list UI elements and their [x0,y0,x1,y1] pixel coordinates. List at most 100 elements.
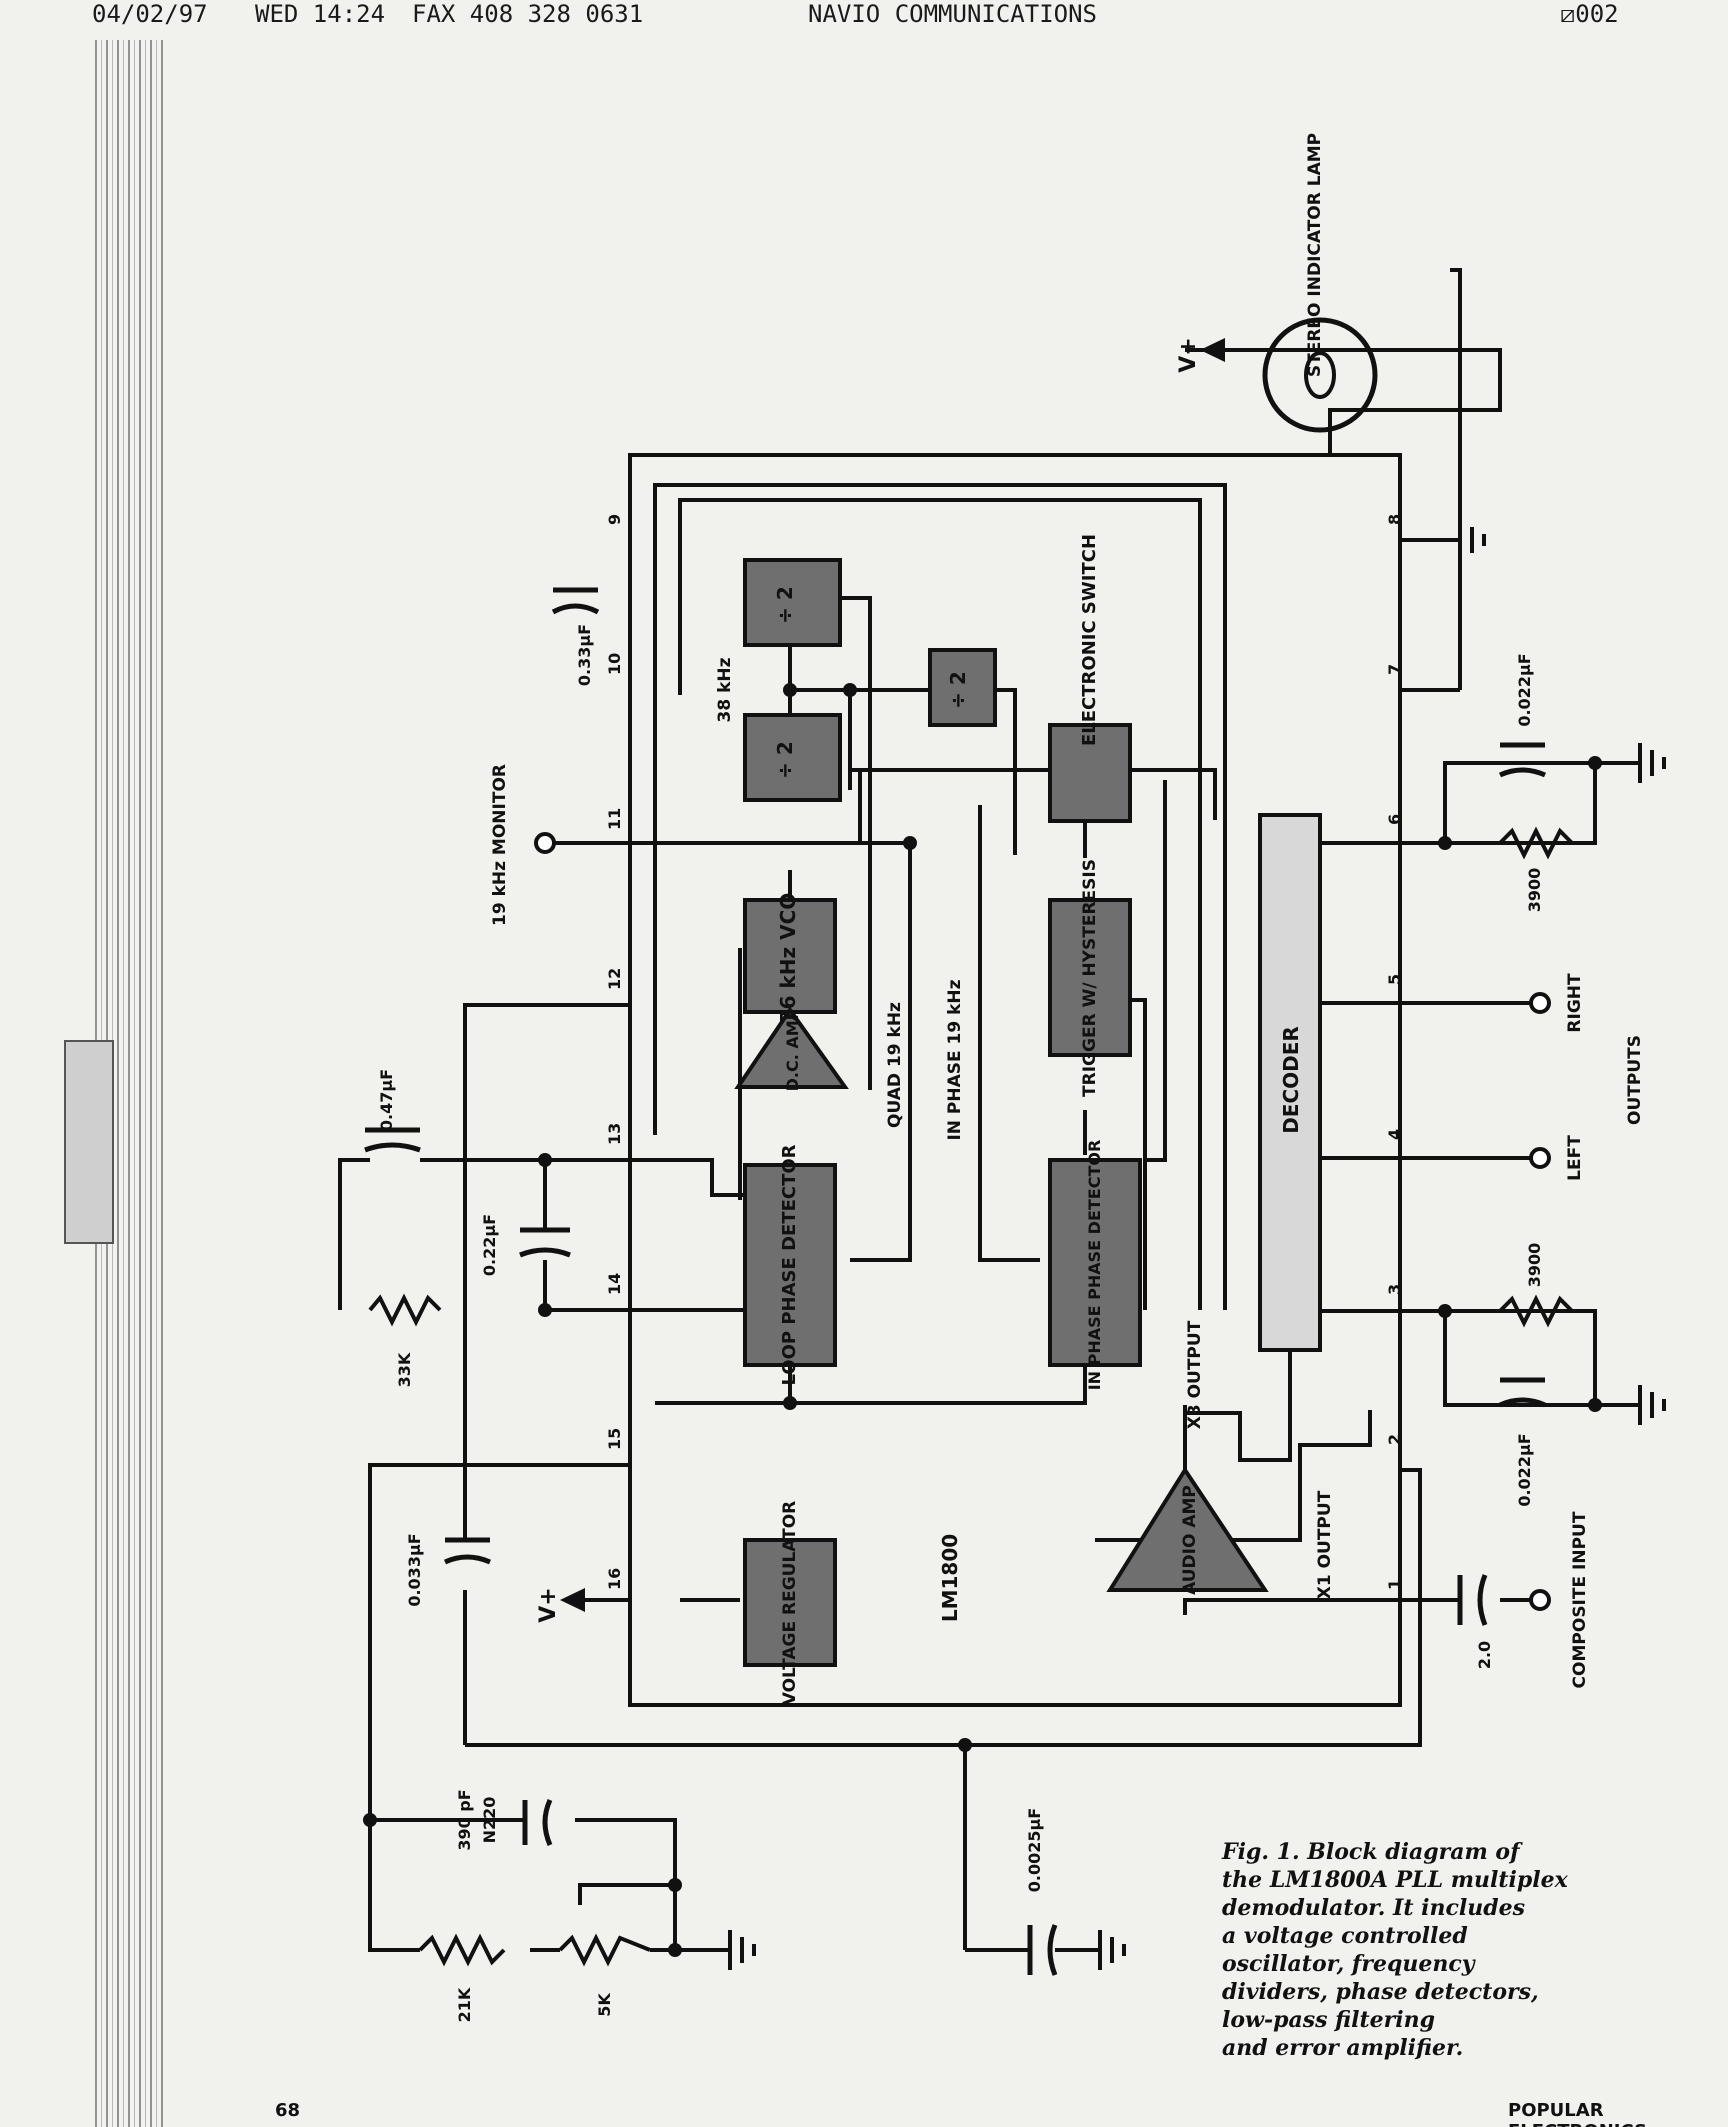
fax-date: 04/02/97 [92,0,208,28]
div-right-label: ÷ 2 [946,671,970,709]
pin-2: 2 [1385,1434,1404,1445]
composite-terminal [1529,1589,1551,1611]
stereo-lamp-label: STEREO INDICATOR LAMP [1305,133,1325,377]
audio-amp-label: AUDIO AMP [1180,1485,1200,1595]
composite-label: COMPOSITE INPUT [1570,1511,1590,1688]
fax-number: FAX 408 328 0631 [412,0,644,28]
fax-day-time: WED 14:24 [255,0,386,28]
decoder-block [1258,813,1322,1352]
r3900-top-label: 3900 [1525,868,1544,913]
r3900-bottom-label: 3900 [1525,1243,1544,1288]
monitor-label: 19 kHz MONITOR [490,764,510,926]
capacitors [364,587,1546,1976]
ic-outline [628,453,1402,1707]
pin-9: 9 [605,514,624,525]
junctions [363,683,1602,1957]
inphase-detector-block [1048,1158,1142,1367]
r5k-label: 5K [595,1993,614,2017]
terminals [534,832,1551,1611]
vco-label: 76 kHz VCO [776,893,800,1024]
pin-5: 5 [1385,974,1404,985]
left-terminal [1529,1147,1551,1169]
electronic-switch-label: ELECTRONIC SWITCH [1079,534,1100,746]
caption-line: dividers, phase detectors, [1222,1979,1539,2005]
khz38-label: 38 kHz [715,657,735,722]
caption-line: Fig. 1. Block diagram of [1222,1839,1520,1865]
pin-8: 8 [1385,514,1404,525]
c00025-label: 0.0025µF [1025,1808,1044,1892]
pin-7: 7 [1385,664,1404,675]
blocks [743,558,1142,1667]
r21k-label: 21K [455,1987,474,2022]
c022-bottom-label: 0.022µF [1515,1433,1534,1506]
voltage-regulator-block [743,1538,837,1667]
c022-top-label: 0.022µF [1515,653,1534,726]
pin-14: 14 [605,1273,624,1295]
wires [338,268,1640,1952]
quad-label: QUAD 19 kHz [885,1002,905,1128]
dc-amp-triangle [734,1006,849,1089]
audio-amp-triangle [1106,1466,1269,1592]
outputs-label: OUTPUTS [1625,1035,1645,1125]
caption-line: and error amplifier. [1222,2035,1464,2061]
caption-line: oscillator, frequency [1222,1951,1475,1977]
c390pf-label: 390 pF [455,1789,474,1850]
pin-11: 11 [605,808,624,830]
r33k-label: 33K [395,1352,414,1387]
c022-inner-label: 0.22µF [480,1214,499,1276]
caption-line: the LM1800A PLL multiplex [1222,1867,1568,1893]
right-terminal [1529,992,1551,1014]
chip-label: LM1800 [938,1534,962,1622]
inphase-label: IN PHASE PHASE DETECTOR [1085,1140,1104,1391]
c20-label: 2.0 [1475,1641,1494,1669]
in-phase-label: IN PHASE 19 kHz [945,979,965,1140]
divider-right-block [928,648,997,727]
vco-block [743,898,837,1014]
left-label: LEFT [1565,1135,1585,1181]
trigger-label: TRIGGER W/ HYSTERESIS [1080,859,1100,1097]
pin-3: 3 [1385,1284,1404,1295]
stereo-indicator-lamp [1262,317,1378,433]
vplus-reg-label: V+ [536,1587,561,1622]
electronic-switch-block [1048,723,1132,823]
decoder-label: DECODER [1279,1026,1303,1134]
lamp-filament [1304,351,1336,399]
vplus-reg-arrow [560,1588,585,1612]
caption-line: a voltage controlled [1222,1923,1468,1949]
page-number: 68 [275,2100,301,2121]
monitor-terminal [534,832,556,854]
caption-line: low-pass filtering [1222,2007,1436,2033]
trigger-block [1048,898,1132,1057]
pin-16: 16 [605,1568,624,1590]
vplus-label: V+ [1176,337,1201,372]
pin-6: 6 [1385,814,1404,825]
dc-amp-label: D.C. AMP [783,1008,802,1091]
pin-12: 12 [605,968,624,990]
fax-page: ⧄002 [1560,0,1619,28]
div-top-label: ÷ 2 [773,586,797,624]
pin-15: 15 [605,1428,624,1450]
c047-label: 0.47µF [377,1069,396,1131]
div-mid-label: ÷ 2 [773,741,797,779]
x3-output-label: X3 OUTPUT [1185,1320,1205,1429]
fax-company: NAVIO COMMUNICATIONS [808,0,1097,28]
fax-header: 04/02/97 WED 14:24 FAX 408 328 0631 NAVI… [0,0,1728,30]
labels: ÷ 2 ÷ 2 ÷ 2 76 kHz VCO D.C. AMP LOOP PHA… [377,133,1645,2022]
loop-phase-detector-block [743,1163,837,1367]
grounds [728,520,1666,1970]
binder-tab [64,1040,114,1244]
x1-output-label: X1 OUTPUT [1315,1490,1335,1599]
resistors [368,826,1574,1967]
divider-mid-block [743,713,842,802]
pin-10: 10 [605,653,624,675]
loop-phase-label: LOOP PHASE DETECTOR [779,1144,800,1385]
c033-label: 0.33µF [575,624,594,686]
right-label: RIGHT [1565,973,1585,1033]
pin-4: 4 [1385,1129,1404,1140]
divider-top-block [743,558,842,647]
voltage-regulator-label: VOLTAGE REGULATOR [780,1501,800,1706]
c0033-label: 0.033µF [405,1533,424,1606]
caption-line: demodulator. It includes [1222,1895,1526,1921]
vplus-arrow [1200,338,1225,362]
